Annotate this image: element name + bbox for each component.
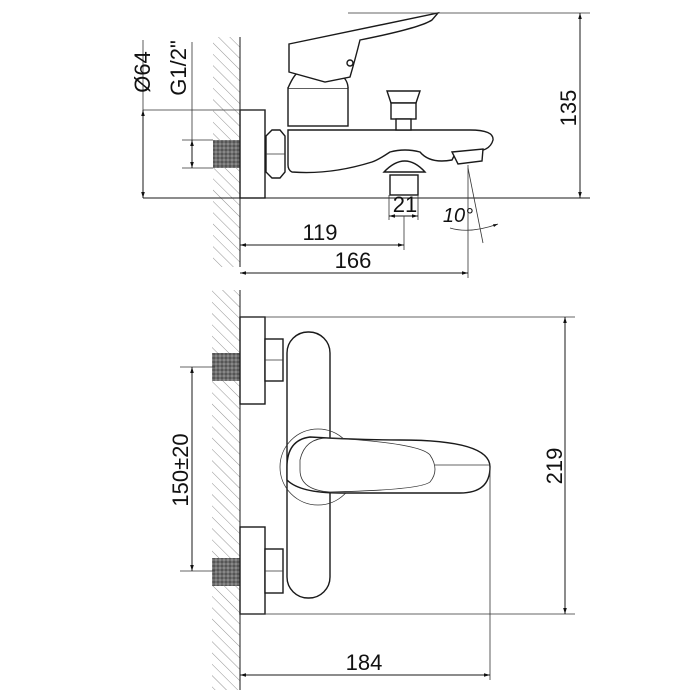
- dim-outlet-119: 119: [302, 220, 337, 245]
- thread-bottom: [212, 558, 240, 586]
- wall-hatch-front: [212, 290, 240, 690]
- dim-angle-10: 10°: [443, 205, 473, 227]
- dim-depth-184: 184: [346, 650, 383, 675]
- cartridge-body: [287, 87, 349, 127]
- side-view: 135 Ø64 G1/2" 21 119 166 10°: [130, 11, 590, 278]
- thread-top: [212, 353, 240, 381]
- wall-flange: [239, 109, 266, 199]
- dim-inlet-spacing: 150±20: [168, 433, 193, 506]
- flange-top: [239, 316, 266, 405]
- aerator: [450, 148, 484, 165]
- dim-outlet-21: 21: [393, 192, 417, 217]
- lever-front: [286, 436, 491, 494]
- dim-reach-166: 166: [335, 248, 372, 273]
- dim-thread: G1/2": [166, 40, 191, 96]
- front-view: 219 150±20 184: [168, 290, 575, 690]
- spout-body: [287, 129, 494, 174]
- thread-pipe: [213, 140, 240, 168]
- dim-height-219: 219: [542, 448, 567, 485]
- diverter-knob: [386, 90, 421, 104]
- flange-bottom: [239, 526, 266, 615]
- dim-height-135: 135: [556, 90, 581, 127]
- lever-handle: [288, 11, 440, 83]
- bottom-outlet: [389, 174, 419, 196]
- dim-flange-diameter: Ø64: [130, 51, 155, 93]
